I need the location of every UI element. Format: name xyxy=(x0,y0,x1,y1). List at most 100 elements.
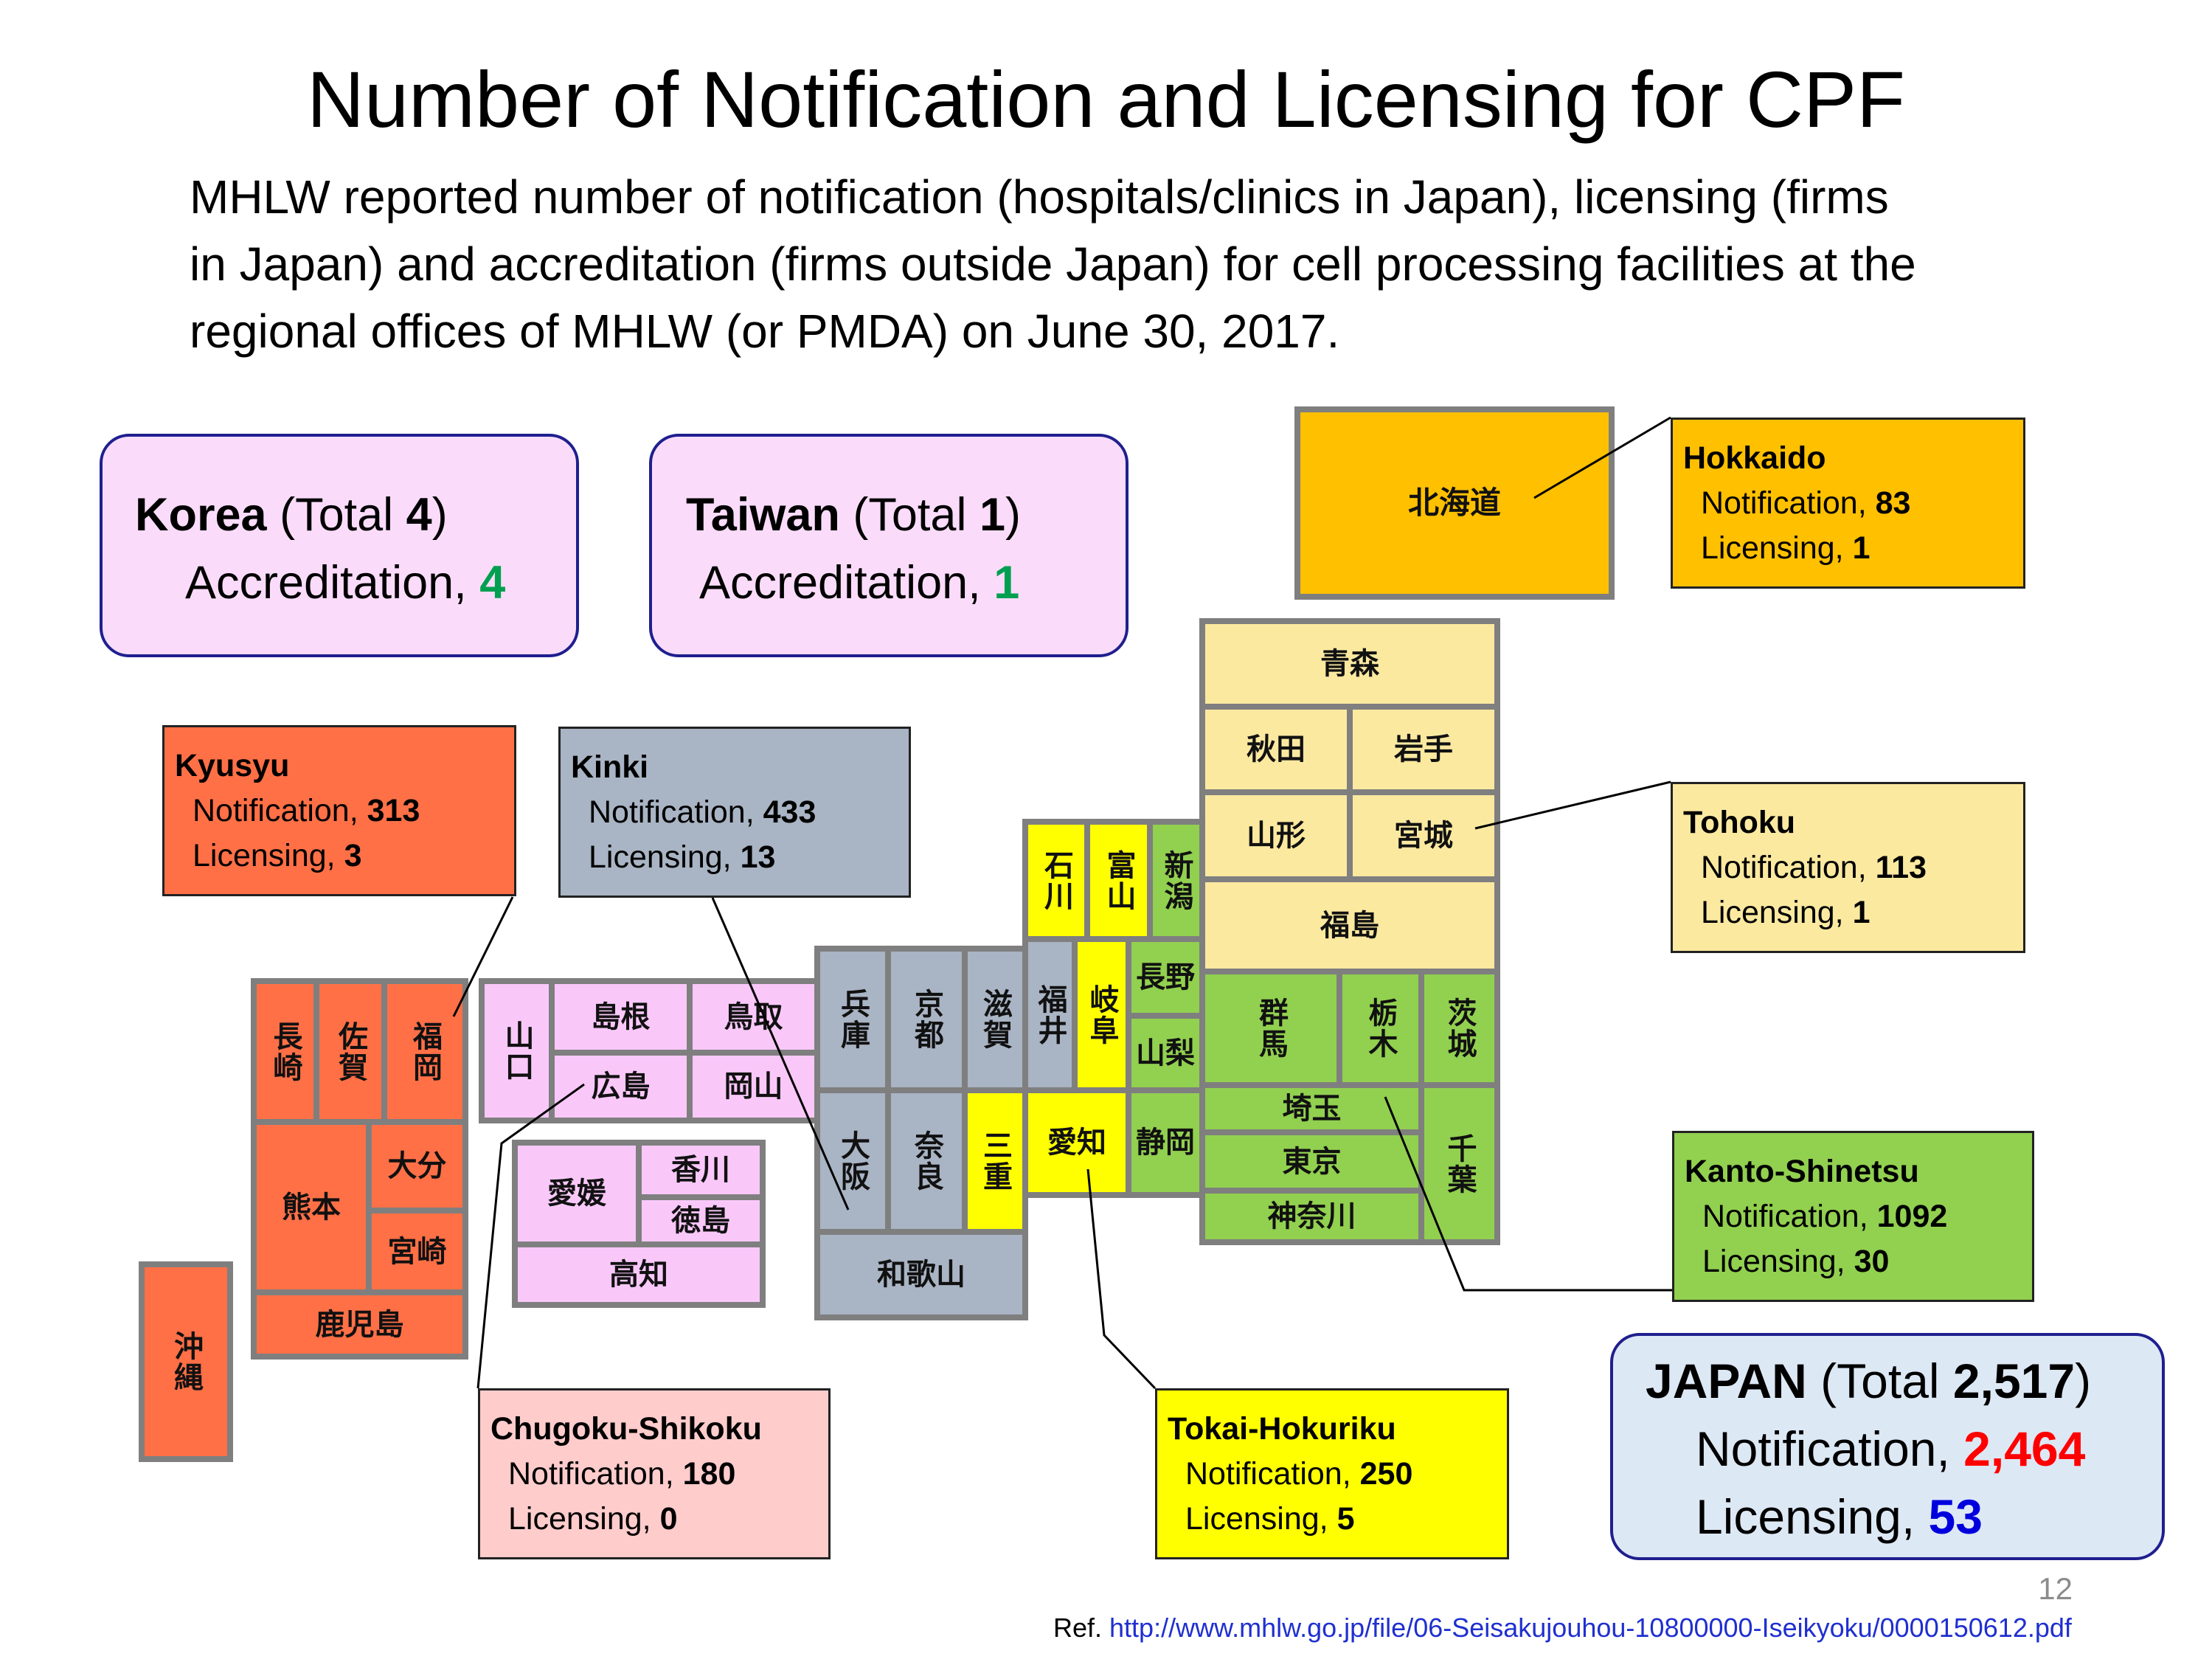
prefecture-tottori: 鳥取 xyxy=(687,978,820,1056)
prefecture-fukuoka: 福岡 xyxy=(381,978,468,1125)
region-name: Kanto-Shinetsu xyxy=(1685,1154,1919,1189)
notification-label: Notification, xyxy=(1696,1421,1964,1476)
prefecture-ehime: 愛媛 xyxy=(512,1140,642,1247)
subtitle-line: regional offices of MHLW (or PMDA) on Ju… xyxy=(190,305,1340,358)
accreditation-label: Accreditation, xyxy=(185,557,480,609)
prefecture-kumamoto: 熊本 xyxy=(251,1119,372,1295)
reference-prefix: Ref. xyxy=(1053,1613,1110,1643)
tohoku-info-box: Tohoku Notification, 113 Licensing, 1 xyxy=(1671,782,2025,953)
prefecture-okinawa: 沖縄 xyxy=(139,1261,233,1462)
leader-line-chugoku-shikoku xyxy=(476,1083,585,1389)
notification-value: 180 xyxy=(682,1456,736,1492)
total-prefix: (Total xyxy=(853,489,980,541)
notification-value: 433 xyxy=(763,794,817,830)
prefecture-nagano: 長野 xyxy=(1126,936,1205,1019)
prefecture-hokkaido: 北海道 xyxy=(1294,406,1615,600)
kanto-shinetsu-info-box: Kanto-Shinetsu Notification, 1092 Licens… xyxy=(1672,1131,2034,1302)
prefecture-kanagawa: 神奈川 xyxy=(1199,1188,1424,1245)
licensing-value: 13 xyxy=(740,839,776,875)
page-title: Number of Notification and Licensing for… xyxy=(306,55,1905,144)
chugoku-shikoku-info-box: Chugoku-Shikoku Notification, 180 Licens… xyxy=(478,1388,831,1559)
prefecture-miyazaki: 宮崎 xyxy=(366,1208,468,1295)
leader-line-tohoku xyxy=(1474,780,1671,830)
licensing-label: Licensing, xyxy=(508,1501,660,1537)
korea-box: Korea (Total 4) Accreditation, 4 xyxy=(100,434,579,657)
taiwan-name: Taiwan xyxy=(686,489,840,541)
prefecture-okayama: 岡山 xyxy=(687,1050,820,1123)
region-name: Hokkaido xyxy=(1683,440,1826,476)
leader-line-hokkaido xyxy=(1533,416,1671,499)
licensing-value: 30 xyxy=(1854,1244,1890,1279)
leader-line-tokai-hokuriku xyxy=(1086,1168,1157,1390)
prefecture-akita: 秋田 xyxy=(1199,704,1353,795)
prefecture-kochi: 高知 xyxy=(512,1241,766,1308)
total-prefix: (Total xyxy=(280,489,406,541)
japan-name: JAPAN xyxy=(1646,1354,1807,1408)
subtitle-line: MHLW reported number of notification (ho… xyxy=(190,170,1889,224)
korea-total: 4 xyxy=(406,489,432,541)
leader-line-kinki xyxy=(711,897,850,1211)
region-name: Tohoku xyxy=(1683,805,1796,840)
licensing-value: 0 xyxy=(659,1501,678,1537)
licensing-label: Licensing, xyxy=(1696,1489,1929,1544)
kinki-info-box: Kinki Notification, 433 Licensing, 13 xyxy=(558,727,911,898)
prefecture-gifu: 岐阜 xyxy=(1072,936,1131,1093)
notification-value: 1092 xyxy=(1876,1199,1948,1234)
licensing-label: Licensing, xyxy=(589,839,741,875)
prefecture-shimane: 島根 xyxy=(549,978,693,1056)
japan-total: 2,517 xyxy=(1952,1354,2076,1408)
prefecture-saga: 佐賀 xyxy=(313,978,387,1125)
notification-value: 250 xyxy=(1359,1456,1413,1492)
total-suffix: ) xyxy=(431,489,448,541)
total-prefix: (Total xyxy=(1820,1354,1953,1408)
accreditation-label: Accreditation, xyxy=(699,557,994,609)
taiwan-total: 1 xyxy=(979,489,1005,541)
notification-label: Notification, xyxy=(1701,485,1876,521)
page-number: 12 xyxy=(2038,1571,2073,1606)
prefecture-hiroshima: 広島 xyxy=(549,1050,693,1123)
licensing-label: Licensing, xyxy=(1702,1244,1854,1279)
licensing-value: 1 xyxy=(1852,895,1871,930)
licensing-value: 1 xyxy=(1852,530,1871,566)
notification-label: Notification, xyxy=(193,793,367,828)
notification-value: 83 xyxy=(1875,485,1911,521)
prefecture-aomori: 青森 xyxy=(1199,618,1500,710)
region-name: Kyusyu xyxy=(175,748,290,783)
licensing-value: 5 xyxy=(1336,1501,1355,1537)
prefecture-aichi: 愛知 xyxy=(1022,1087,1131,1198)
prefecture-ishikawa: 石川 xyxy=(1022,819,1090,942)
region-name: Tokai-Hokuriku xyxy=(1168,1411,1396,1447)
reference-link[interactable]: http://www.mhlw.go.jp/file/06-Seisakujou… xyxy=(1109,1613,2072,1643)
licensing-value: 3 xyxy=(344,838,362,873)
hokkaido-info-box: Hokkaido Notification, 83 Licensing, 1 xyxy=(1671,418,2025,589)
prefecture-iwate: 岩手 xyxy=(1347,704,1500,795)
taiwan-accreditation: 1 xyxy=(994,557,1020,609)
kyusyu-info-box: Kyusyu Notification, 313 Licensing, 3 xyxy=(162,725,516,896)
japan-total-box: JAPAN (Total 2,517) Notification, 2,464 … xyxy=(1610,1333,2165,1560)
notification-label: Notification, xyxy=(1185,1456,1360,1492)
notification-value: 313 xyxy=(367,793,420,828)
korea-accreditation: 4 xyxy=(479,557,506,609)
korea-name: Korea xyxy=(135,489,267,541)
tokai-hokuriku-info-box: Tokai-Hokuriku Notification, 250 Licensi… xyxy=(1155,1388,1509,1559)
prefecture-yamanashi: 山梨 xyxy=(1126,1013,1205,1093)
total-suffix: ) xyxy=(2075,1354,2092,1408)
prefecture-yamaguchi: 山口 xyxy=(479,978,555,1123)
leader-line-kyusyu xyxy=(452,896,514,1017)
licensing-label: Licensing, xyxy=(1701,530,1853,566)
licensing-label: Licensing, xyxy=(1701,895,1853,930)
notification-label: Notification, xyxy=(508,1456,683,1492)
notification-label: Notification, xyxy=(1701,850,1876,885)
notification-label: Notification, xyxy=(589,794,763,830)
prefecture-wakayama: 和歌山 xyxy=(814,1229,1028,1320)
licensing-label: Licensing, xyxy=(193,838,344,873)
total-suffix: ) xyxy=(1005,489,1021,541)
subtitle: MHLW reported number of notification (ho… xyxy=(190,164,2107,365)
taiwan-box: Taiwan (Total 1) Accreditation, 1 xyxy=(649,434,1128,657)
prefecture-nara: 奈良 xyxy=(885,1087,968,1235)
japan-licensing: 53 xyxy=(1928,1489,1983,1544)
licensing-label: Licensing, xyxy=(1185,1501,1337,1537)
notification-value: 113 xyxy=(1875,850,1927,885)
reference: Ref. http://www.mhlw.go.jp/file/06-Seisa… xyxy=(1053,1613,2072,1644)
